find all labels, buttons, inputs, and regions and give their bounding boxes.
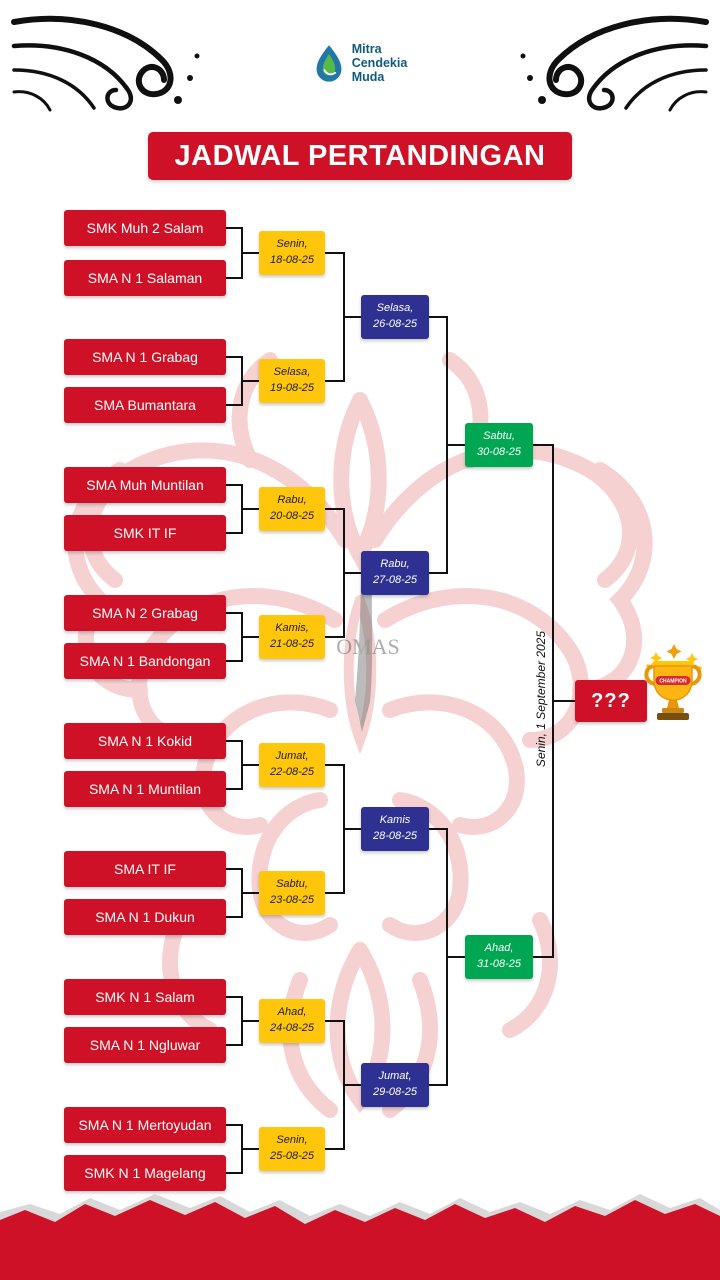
match-date: 30-08-25 <box>476 446 522 458</box>
team-name: SMA N 1 Kokid <box>97 733 193 749</box>
brand-name-line: Cendekia <box>351 56 408 70</box>
quarterfinal-match-box: Rabu, 27-08-25 <box>361 551 429 595</box>
round1-match-box: Jumat, 22-08-25 <box>259 743 325 787</box>
team-box: SMA N 1 Mertoyudan <box>64 1107 226 1143</box>
team-name: SMK N 1 Salam <box>95 989 195 1005</box>
match-day: Rabu, <box>380 558 410 571</box>
round1-match-box: Kamis, 21-08-25 <box>259 615 325 659</box>
team-name: SMA N 1 Dukun <box>95 909 195 925</box>
team-name: SMK IT IF <box>113 525 177 541</box>
team-box: SMA N 1 Muntilan <box>64 771 226 807</box>
team-box: SMA N 1 Grabag <box>64 339 226 375</box>
match-day: Rabu, <box>277 494 307 507</box>
final-match-date: Senin, 1 September 2025 <box>534 630 548 768</box>
brand-logo: Mitra Cendekia Muda <box>0 42 720 84</box>
team-box: SMA N 1 Ngluwar <box>64 1027 226 1063</box>
team-name: SMA N 1 Mertoyudan <box>78 1117 212 1133</box>
team-box: SMK N 1 Salam <box>64 979 226 1015</box>
team-box: SMA Bumantara <box>64 387 226 423</box>
team-name: SMA N 1 Muntilan <box>88 781 202 797</box>
page-title: JADWAL PERTANDINGAN <box>148 132 572 180</box>
match-day: Senin, <box>276 1134 308 1147</box>
match-day: Selasa, <box>273 366 311 379</box>
match-date: 29-08-25 <box>372 1086 418 1098</box>
match-date: 18-08-25 <box>269 254 315 266</box>
quarterfinal-match-box: Selasa, 26-08-25 <box>361 295 429 339</box>
match-date: 22-08-25 <box>269 766 315 778</box>
torn-paper-edge <box>0 1194 720 1280</box>
brand-name: Mitra Cendekia Muda <box>352 42 408 84</box>
round1-match-box: Sabtu, 23-08-25 <box>259 871 325 915</box>
match-date: 27-08-25 <box>372 574 418 586</box>
match-day: Sabtu, <box>483 430 515 443</box>
team-box: SMK N 1 Magelang <box>64 1155 226 1191</box>
round1-match-box: Rabu, 20-08-25 <box>259 487 325 531</box>
team-name: SMK Muh 2 Salam <box>86 220 204 236</box>
match-date: 31-08-25 <box>476 958 522 970</box>
brand-name-line: Muda <box>351 70 385 84</box>
semifinal-match-box: Sabtu, 30-08-25 <box>465 423 533 467</box>
team-name: SMK N 1 Magelang <box>84 1165 206 1181</box>
match-date: 26-08-25 <box>372 318 418 330</box>
champion-placeholder-box: ??? <box>575 680 647 722</box>
watermark-emblem: OMAS <box>336 565 400 732</box>
team-box: SMK IT IF <box>64 515 226 551</box>
match-date: 25-08-25 <box>269 1150 315 1162</box>
match-date: 23-08-25 <box>269 894 315 906</box>
round1-match-box: Senin, 18-08-25 <box>259 231 325 275</box>
match-day: Jumat, <box>275 750 309 763</box>
match-day: Sabtu, <box>276 878 308 891</box>
brand-name-line: Mitra <box>351 42 382 56</box>
team-name: SMA N 1 Ngluwar <box>89 1037 201 1053</box>
quarterfinal-match-box: Kamis 28-08-25 <box>361 807 429 851</box>
match-date: 24-08-25 <box>269 1022 315 1034</box>
round1-match-box: Selasa, 19-08-25 <box>259 359 325 403</box>
team-box: SMA Muh Muntilan <box>64 467 226 503</box>
match-date: 28-08-25 <box>372 830 418 842</box>
match-day: Jumat, <box>378 1070 412 1083</box>
team-name: SMA N 1 Salaman <box>87 270 203 286</box>
team-name: SMA N 1 Bandongan <box>79 653 211 669</box>
watermark-text: OMAS <box>336 634 400 659</box>
team-box: SMA N 1 Salaman <box>64 260 226 296</box>
quarterfinal-match-box: Jumat, 29-08-25 <box>361 1063 429 1107</box>
team-box: SMA N 2 Grabag <box>64 595 226 631</box>
semifinal-match-box: Ahad, 31-08-25 <box>465 935 533 979</box>
team-box: SMA IT IF <box>64 851 226 887</box>
match-day: Kamis, <box>275 622 309 635</box>
match-day: Senin, <box>276 238 308 251</box>
team-box: SMA N 1 Kokid <box>64 723 226 759</box>
team-box: SMA N 1 Bandongan <box>64 643 226 679</box>
match-date: 21-08-25 <box>269 638 315 650</box>
match-day: Ahad, <box>484 942 514 955</box>
match-day: Selasa, <box>376 302 414 315</box>
flourish-ornament-left <box>11 15 200 112</box>
team-box: SMK Muh 2 Salam <box>64 210 226 246</box>
trophy-icon: CHAMPION <box>644 644 702 720</box>
team-name: SMA IT IF <box>114 861 176 877</box>
round1-match-box: Senin, 25-08-25 <box>259 1127 325 1171</box>
water-drop-logo-icon <box>316 45 342 82</box>
flourish-ornament-right <box>520 15 709 112</box>
match-date: 19-08-25 <box>269 382 315 394</box>
team-name: SMA Bumantara <box>94 397 196 413</box>
trophy-badge-label: CHAMPION <box>659 679 687 685</box>
team-box: SMA N 1 Dukun <box>64 899 226 935</box>
team-name: SMA Muh Muntilan <box>86 477 204 493</box>
round1-match-box: Ahad, 24-08-25 <box>259 999 325 1043</box>
match-date: 20-08-25 <box>269 510 315 522</box>
match-day: Ahad, <box>277 1006 307 1019</box>
match-day: Kamis <box>379 814 411 827</box>
team-name: SMA N 2 Grabag <box>92 605 198 621</box>
team-name: SMA N 1 Grabag <box>92 349 198 365</box>
